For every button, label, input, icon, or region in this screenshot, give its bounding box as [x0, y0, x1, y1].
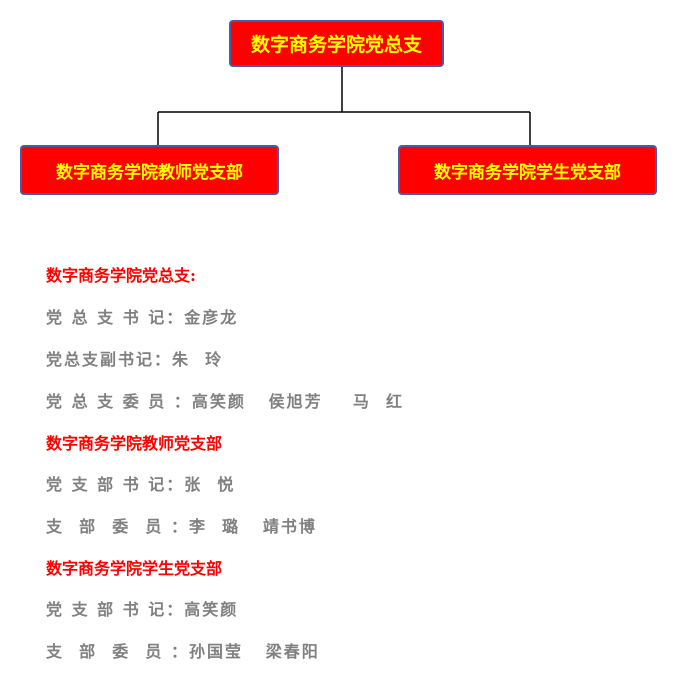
roster-line: 党 总 支 委 员 ：高笑颜 侯旭芳 马 红 [46, 392, 404, 411]
student-branch-node: 数字商务学院学生党支部 [398, 145, 657, 195]
roster-line: 支 部 委 员 ：孙国莹 梁春阳 [46, 642, 320, 661]
roster-heading-general: 数字商务学院党总支: [46, 266, 196, 285]
root-node: 数字商务学院党总支 [229, 20, 444, 67]
roster-line: 党总支副书记：朱 玲 [46, 350, 224, 369]
roster-line: 党 支 部 书 记：高笑颜 [46, 600, 239, 619]
roster-heading-student: 数字商务学院学生党支部 [46, 559, 223, 578]
roster-heading-teacher: 数字商务学院教师党支部 [46, 434, 223, 453]
roster-line: 支 部 委 员 ：李 璐 靖书博 [46, 517, 317, 536]
roster-line: 党 总 支 书 记：金彦龙 [46, 308, 239, 327]
roster-line: 党 支 部 书 记：张 悦 [46, 475, 236, 494]
teacher-branch-node: 数字商务学院教师党支部 [20, 145, 279, 195]
